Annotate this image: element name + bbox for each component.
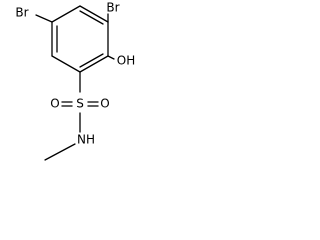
ring-bond-4	[51, 55, 81, 73]
br-right-label: Br	[106, 1, 119, 15]
benzene-ring	[51, 5, 109, 73]
br-left-label: Br	[15, 6, 28, 20]
ring-double-bond-top	[79, 10, 104, 25]
hydroxyl-label: OH	[117, 54, 135, 68]
bond-to-br-left	[35, 14, 53, 23]
oxygen-right-label: O	[100, 97, 109, 111]
ring-double-bond-bottom	[79, 53, 104, 68]
oxygen-left-label: O	[50, 97, 59, 111]
amine-label: NH	[77, 133, 95, 147]
ring-bond-6	[51, 5, 81, 23]
ring-bond-3	[79, 55, 109, 73]
structure-canvas: Br Br OH S O O NH	[0, 0, 170, 192]
sulfur-label: S	[76, 97, 84, 111]
bond-to-oh	[107, 55, 115, 60]
ring-bond-1	[79, 5, 109, 23]
bond-n-to-methyl	[44, 143, 76, 161]
molecule-diagram: Br Br OH S O O NH	[15, 1, 135, 161]
